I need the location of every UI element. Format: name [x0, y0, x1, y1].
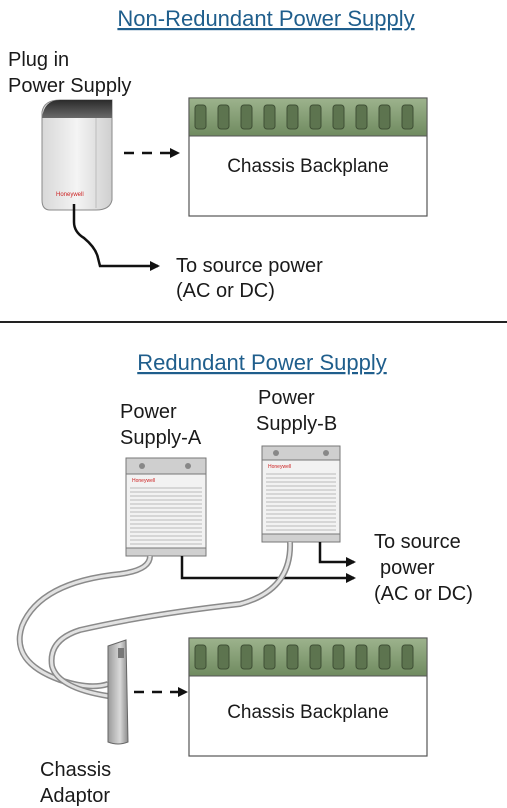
slot [217, 104, 230, 130]
slot [332, 104, 345, 130]
slot [240, 104, 253, 130]
chassis-adaptor [107, 639, 129, 745]
slot [217, 644, 230, 670]
psa-label-line1: Power [120, 401, 177, 423]
source-line-a [180, 556, 356, 583]
slot [286, 644, 299, 670]
source-cable-top [72, 204, 160, 271]
psb-label-line2: Supply-B [256, 413, 337, 435]
chassis-backplane-top: Chassis Backplane [188, 97, 428, 217]
bottom-source-line1: To source [374, 531, 461, 553]
slot [355, 104, 368, 130]
slot [263, 104, 276, 130]
top-source-line1: To source power [176, 255, 323, 277]
power-supply-a: Honeywell [125, 457, 207, 557]
chassis-label-top: Chassis Backplane [227, 156, 389, 177]
source-line-b [318, 542, 356, 567]
plug-label-line2: Power Supply [8, 75, 131, 97]
top-heading: Non-Redundant Power Supply [117, 6, 414, 31]
plug-brand-text: Honeywell [56, 192, 84, 198]
slot [263, 644, 276, 670]
slot [240, 644, 253, 670]
slot [401, 104, 414, 130]
bottom-source-line3: (AC or DC) [374, 583, 473, 605]
slot [309, 644, 322, 670]
slot-row-bottom [194, 644, 414, 670]
vents-b [266, 473, 336, 531]
slot-row-top [194, 104, 414, 130]
slot [378, 644, 391, 670]
slot [378, 104, 391, 130]
slot [355, 644, 368, 670]
slot [401, 644, 414, 670]
bottom-heading: Redundant Power Supply [137, 350, 387, 375]
vents-a [130, 487, 202, 545]
slot [286, 104, 299, 130]
bottom-source-line2: power [380, 557, 435, 579]
slot [194, 644, 207, 670]
psb-label-line1: Power [258, 387, 315, 409]
chassis-backplane-bottom: Chassis Backplane [188, 637, 428, 757]
plug-in-power-supply: Honeywell [41, 99, 113, 211]
psa-brand-text: Honeywell [132, 478, 155, 484]
psa-label-line2: Supply-A [120, 427, 202, 449]
slot [332, 644, 345, 670]
top-source-line2: (AC or DC) [176, 280, 275, 302]
psb-brand-text: Honeywell [268, 464, 291, 470]
adaptor-label-line2: Adaptor [40, 785, 110, 807]
power-supply-b: Honeywell [261, 445, 341, 543]
slot [309, 104, 322, 130]
chassis-label-bottom: Chassis Backplane [227, 702, 389, 723]
plug-label-line1: Plug in [8, 49, 69, 71]
slot [194, 104, 207, 130]
adaptor-label-line1: Chassis [40, 759, 111, 781]
